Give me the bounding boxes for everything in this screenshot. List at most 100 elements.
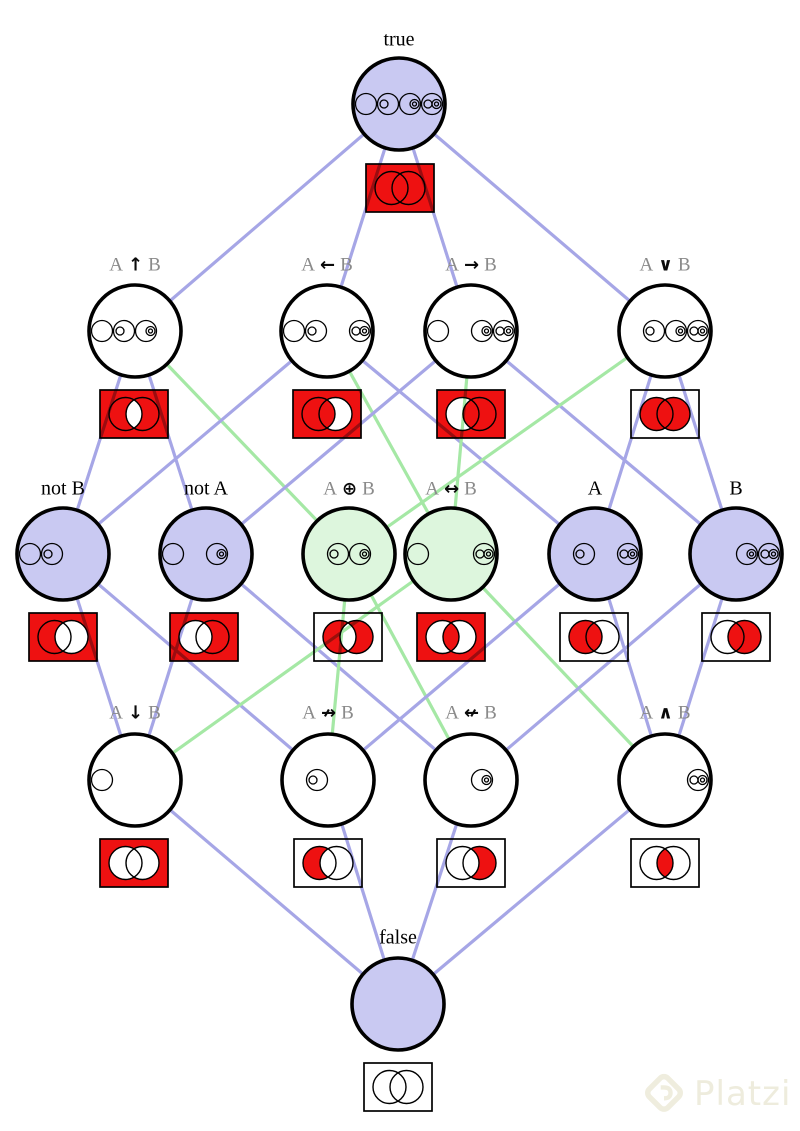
label-or: A∨B bbox=[639, 254, 691, 276]
node-xnor bbox=[403, 506, 499, 602]
edge-xnor-nor bbox=[134, 552, 452, 782]
venn-true bbox=[365, 163, 435, 213]
model-glyph-FF bbox=[18, 542, 42, 566]
node-false bbox=[350, 956, 446, 1052]
model-glyph-FT bbox=[470, 768, 494, 792]
model-glyph-TT bbox=[616, 542, 640, 566]
model-glyph-TF bbox=[40, 542, 64, 566]
platzi-logo-icon bbox=[645, 1073, 683, 1112]
edge-and-false bbox=[396, 778, 667, 1006]
venn-nota bbox=[169, 612, 239, 662]
edge-nand-xor bbox=[133, 329, 351, 556]
label-nota: not A bbox=[184, 477, 228, 500]
model-glyph-FF bbox=[161, 542, 185, 566]
edge-true-or bbox=[397, 102, 667, 333]
label-nimp: A↛B bbox=[302, 702, 354, 724]
node-limp bbox=[279, 283, 375, 379]
model-glyph-TT bbox=[420, 92, 444, 116]
model-glyph-FT bbox=[134, 319, 158, 343]
model-glyph-TT bbox=[472, 542, 496, 566]
platzi-watermark: Platzi bbox=[642, 1062, 798, 1126]
venn-xnor bbox=[416, 612, 486, 662]
operator-glyph-rimp: → bbox=[463, 254, 480, 276]
platzi-watermark-text: Platzi bbox=[694, 1074, 792, 1114]
model-glyph-FT bbox=[205, 542, 229, 566]
model-glyph-TT bbox=[686, 768, 710, 792]
node-and bbox=[617, 732, 713, 828]
operator-glyph-limp: ← bbox=[319, 254, 336, 276]
operator-glyph-nor: ↓ bbox=[127, 702, 144, 724]
venn-and bbox=[630, 838, 700, 888]
label-true: true bbox=[383, 28, 415, 51]
edge-limp-notb bbox=[61, 329, 329, 556]
node-nand bbox=[87, 283, 183, 379]
model-glyph-TF bbox=[304, 319, 328, 343]
model-glyph-FT bbox=[664, 319, 688, 343]
node-b bbox=[688, 506, 784, 602]
venn-notb bbox=[28, 612, 98, 662]
node-notb bbox=[15, 506, 111, 602]
model-glyph-TT bbox=[492, 319, 516, 343]
venn-limp bbox=[292, 389, 362, 439]
model-glyph-FF bbox=[90, 768, 114, 792]
operator-glyph-or: ∨ bbox=[658, 254, 673, 276]
node-nimp bbox=[280, 732, 376, 828]
model-glyph-FF bbox=[426, 319, 450, 343]
model-glyph-FF bbox=[406, 542, 430, 566]
label-nand: A↑B bbox=[109, 254, 161, 276]
edge-b-ncimp bbox=[469, 552, 738, 782]
model-glyph-TT bbox=[686, 319, 710, 343]
edge-a-nimp bbox=[326, 552, 597, 782]
node-rimp bbox=[423, 283, 519, 379]
operator-glyph-nimp: ↛ bbox=[320, 702, 337, 724]
model-glyph-TF bbox=[326, 542, 350, 566]
label-nor: A↓B bbox=[109, 702, 161, 724]
label-rimp: A→B bbox=[445, 254, 497, 276]
node-nota bbox=[158, 506, 254, 602]
operator-glyph-nand: ↑ bbox=[127, 254, 144, 276]
label-notb: not B bbox=[41, 477, 85, 500]
operator-glyph-ncimp: ↚ bbox=[463, 702, 480, 724]
model-glyph-FF bbox=[354, 92, 378, 116]
label-ncimp: A↚B bbox=[445, 702, 497, 724]
label-and: A∧B bbox=[639, 702, 691, 724]
model-glyph-FF bbox=[90, 319, 114, 343]
model-glyph-TF bbox=[112, 319, 136, 343]
model-glyph-FT bbox=[398, 92, 422, 116]
venn-rimp bbox=[436, 389, 506, 439]
venn-false bbox=[363, 1062, 433, 1112]
edge-rimp-b bbox=[469, 329, 738, 556]
model-glyph-TF bbox=[642, 319, 666, 343]
model-glyph-FT bbox=[735, 542, 759, 566]
node-ncimp bbox=[423, 732, 519, 828]
model-glyph-FT bbox=[348, 542, 372, 566]
edge-true-nand bbox=[133, 102, 401, 333]
node-a bbox=[547, 506, 643, 602]
label-limp: A←B bbox=[301, 254, 353, 276]
model-glyph-TF bbox=[305, 768, 329, 792]
node-or bbox=[617, 283, 713, 379]
operator-glyph-xor: ⊕ bbox=[341, 478, 358, 500]
model-glyph-FT bbox=[470, 319, 494, 343]
edge-or-xor bbox=[348, 329, 666, 556]
model-glyph-FF bbox=[282, 319, 306, 343]
label-b: B bbox=[729, 477, 743, 500]
edge-xnor-and bbox=[449, 552, 667, 782]
node-true bbox=[351, 56, 447, 152]
operator-glyph-xnor: ↔ bbox=[443, 478, 460, 500]
label-xor: A⊕B bbox=[323, 478, 375, 500]
node-nor bbox=[87, 732, 183, 828]
node-xor bbox=[301, 506, 397, 602]
model-glyph-TF bbox=[376, 92, 400, 116]
model-glyph-TT bbox=[348, 319, 372, 343]
edge-rimp-nota bbox=[204, 329, 473, 556]
venn-or bbox=[630, 389, 700, 439]
venn-nor bbox=[99, 838, 169, 888]
venn-a bbox=[559, 612, 629, 662]
edge-nor-false bbox=[133, 778, 400, 1006]
venn-b bbox=[701, 612, 771, 662]
operator-glyph-and: ∧ bbox=[658, 702, 673, 724]
